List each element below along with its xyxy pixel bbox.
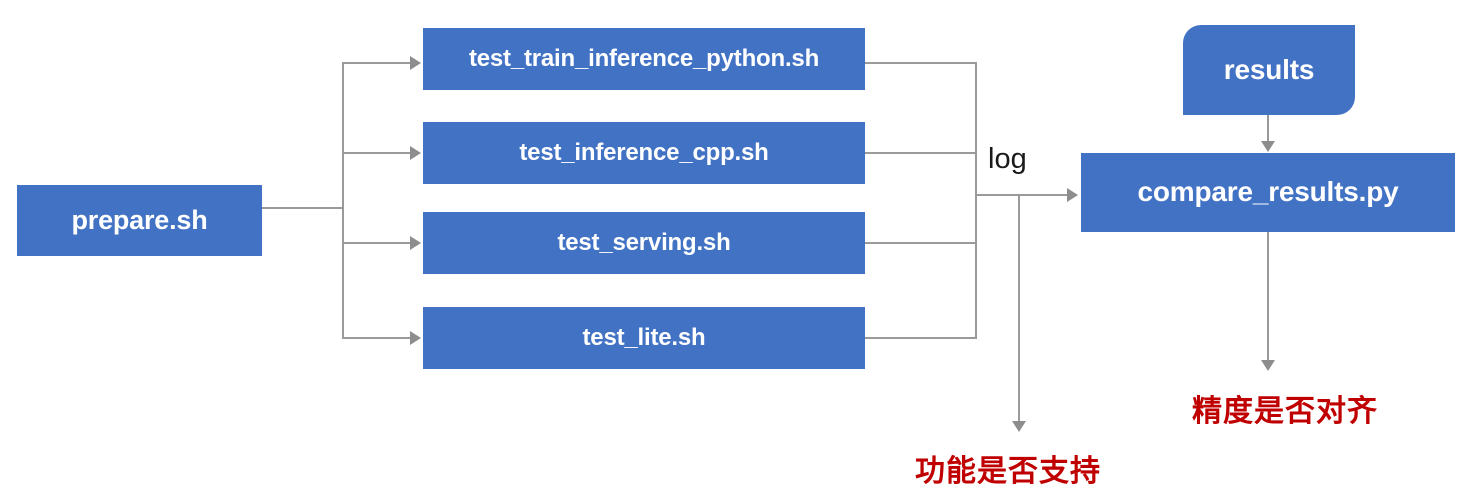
node-test-serving-sh[interactable]: test_serving.sh — [423, 212, 865, 274]
node-results[interactable]: results — [1183, 25, 1355, 115]
annotation-function-support: 功能是否支持 — [915, 455, 1101, 488]
edge-to-serving — [342, 242, 413, 244]
arrowhead-to-train-python — [410, 56, 421, 70]
edge-log-collector-bus — [975, 62, 977, 339]
edge-log-to-function-support — [1018, 194, 1020, 423]
edge-to-inference-cpp — [342, 152, 413, 154]
arrowhead-to-serving — [410, 236, 421, 250]
edge-label-log: log — [988, 143, 1027, 175]
arrowhead-to-inference-cpp — [410, 146, 421, 160]
edge-fanout-bus — [342, 63, 344, 339]
edge-compare-to-precision-align — [1267, 232, 1269, 362]
arrowhead-to-function-support — [1012, 421, 1026, 432]
edge-from-serving — [865, 242, 976, 244]
edge-from-train-python — [865, 62, 976, 64]
edge-to-train-python — [342, 62, 413, 64]
arrowhead-log-to-compare — [1067, 188, 1078, 202]
edge-prepare-stub — [262, 207, 343, 209]
node-compare-results-py[interactable]: compare_results.py — [1081, 153, 1455, 232]
node-test-train-inference-python-sh[interactable]: test_train_inference_python.sh — [423, 28, 865, 90]
edge-results-to-compare — [1267, 115, 1269, 143]
node-test-inference-cpp-sh[interactable]: test_inference_cpp.sh — [423, 122, 865, 184]
edge-from-lite — [865, 337, 976, 339]
arrowhead-results-to-compare — [1261, 141, 1275, 152]
node-prepare-sh[interactable]: prepare.sh — [17, 185, 262, 256]
arrowhead-to-precision-align — [1261, 360, 1275, 371]
edge-to-lite — [342, 337, 413, 339]
node-test-lite-sh[interactable]: test_lite.sh — [423, 307, 865, 369]
annotation-precision-align: 精度是否对齐 — [1192, 395, 1378, 428]
arrowhead-to-lite — [410, 331, 421, 345]
edge-from-inference-cpp — [865, 152, 976, 154]
edge-log-to-compare — [975, 194, 1070, 196]
